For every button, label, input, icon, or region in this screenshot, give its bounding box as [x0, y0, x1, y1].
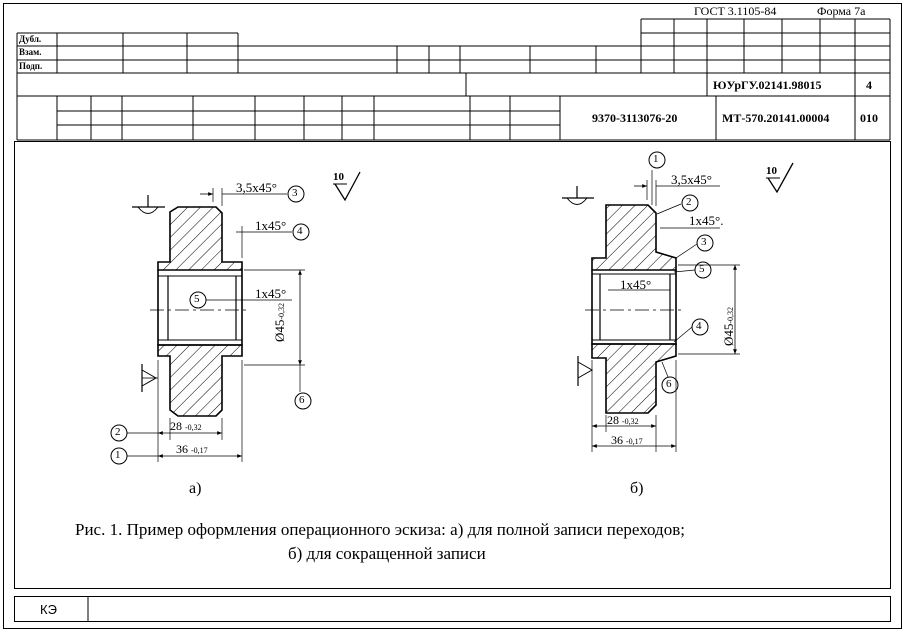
b-length-inner: 28 -0,32 — [607, 413, 639, 427]
figure-caption-line-1: Рис. 1. Пример оформления операционного … — [75, 520, 685, 539]
a-chamfer-bore: 1x45° — [255, 286, 287, 301]
document-code: МТ-570.20141.00004 — [722, 111, 830, 125]
a-chamfer-right: 1x45° — [255, 218, 287, 233]
row-label-vzam: Взам. — [19, 47, 42, 57]
a-length-inner: 28 -0,32 — [170, 419, 202, 433]
sketch-b — [562, 151, 794, 452]
row-label-podp: Подп. — [19, 61, 43, 71]
a-marker-2: 2 — [115, 426, 121, 438]
form-label: Форма 7а — [817, 4, 866, 18]
a-marker-4: 4 — [297, 225, 303, 237]
a-marker-5: 5 — [194, 293, 200, 305]
footer-block — [14, 596, 891, 622]
sketch-a — [110, 171, 361, 465]
part-code: 9370-3113076-20 — [592, 111, 678, 125]
operation-number: 010 — [860, 111, 878, 125]
b-marker-3: 3 — [701, 236, 707, 248]
b-marker-1: 1 — [653, 153, 659, 165]
a-roughness: 10 — [333, 171, 344, 183]
b-marker-2: 2 — [686, 196, 692, 208]
gost-label: ГОСТ 3.1105-84 — [694, 4, 777, 18]
sheet-border — [3, 3, 902, 629]
b-chamfer-right: 1x45°. — [689, 213, 724, 228]
a-diameter: Ø45-0,32 — [272, 302, 287, 342]
b-roughness: 10 — [766, 165, 777, 177]
a-marker-3: 3 — [292, 187, 298, 199]
figure-caption-line-2: б) для сокращенной записи — [288, 544, 486, 563]
a-length-total: 36 -0,17 — [176, 442, 208, 456]
b-marker-6: 6 — [666, 378, 672, 390]
sketch-a-caption: а) — [189, 480, 202, 497]
a-marker-6: 6 — [299, 394, 305, 406]
sheet-number: 4 — [866, 78, 872, 92]
b-length-total: 36 -0,17 — [611, 433, 643, 447]
title-block — [16, 18, 891, 141]
a-marker-1: 1 — [115, 449, 121, 461]
b-chamfer-top: 3,5x45° — [671, 172, 712, 187]
b-marker-4: 4 — [696, 320, 702, 332]
b-diameter: Ø45-0,32 — [721, 306, 736, 346]
row-label-dubl: Дубл. — [19, 34, 42, 44]
a-chamfer-top: 3,5x45° — [236, 180, 277, 195]
b-marker-5: 5 — [699, 263, 705, 275]
drawing-frame — [14, 141, 891, 589]
sketch-b-caption: б) — [630, 480, 644, 497]
document-designation: ЮУрГУ.02141.98015 — [713, 78, 822, 92]
footer-label-ke: КЭ — [40, 602, 57, 617]
b-chamfer-bore: 1x45° — [620, 277, 652, 292]
